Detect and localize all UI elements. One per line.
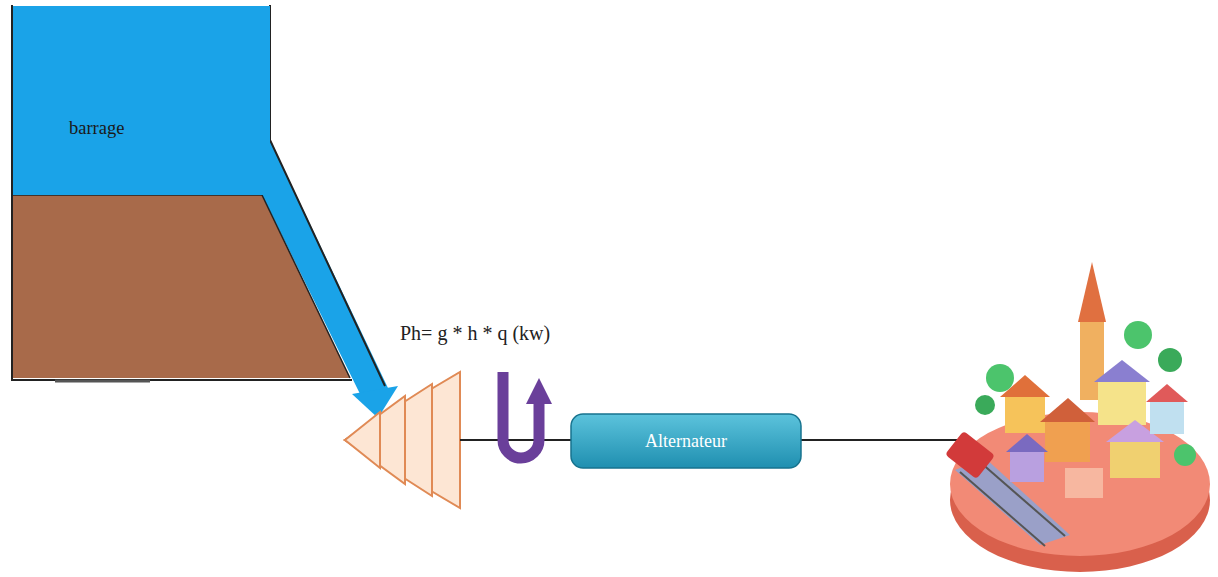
power-line [800,439,960,441]
formula-label: Ph= g * h * q (kw) [400,322,550,345]
node-text: Alternateur [645,431,727,452]
dam-outline [270,5,385,386]
city-illustration [945,262,1210,572]
alternator-body [571,414,801,468]
node-text: barrage [69,118,270,139]
shaft [460,439,572,441]
rotation-arrow [503,372,539,458]
dam-outline [262,195,350,378]
ground-mark [55,380,150,383]
penstock [262,5,388,398]
rotation-arrowhead [526,378,552,404]
alternator-box: Alternateur [571,414,801,468]
dam-outline [12,5,352,380]
dam-reservoir: barrage [13,6,270,195]
turbine [345,372,460,508]
